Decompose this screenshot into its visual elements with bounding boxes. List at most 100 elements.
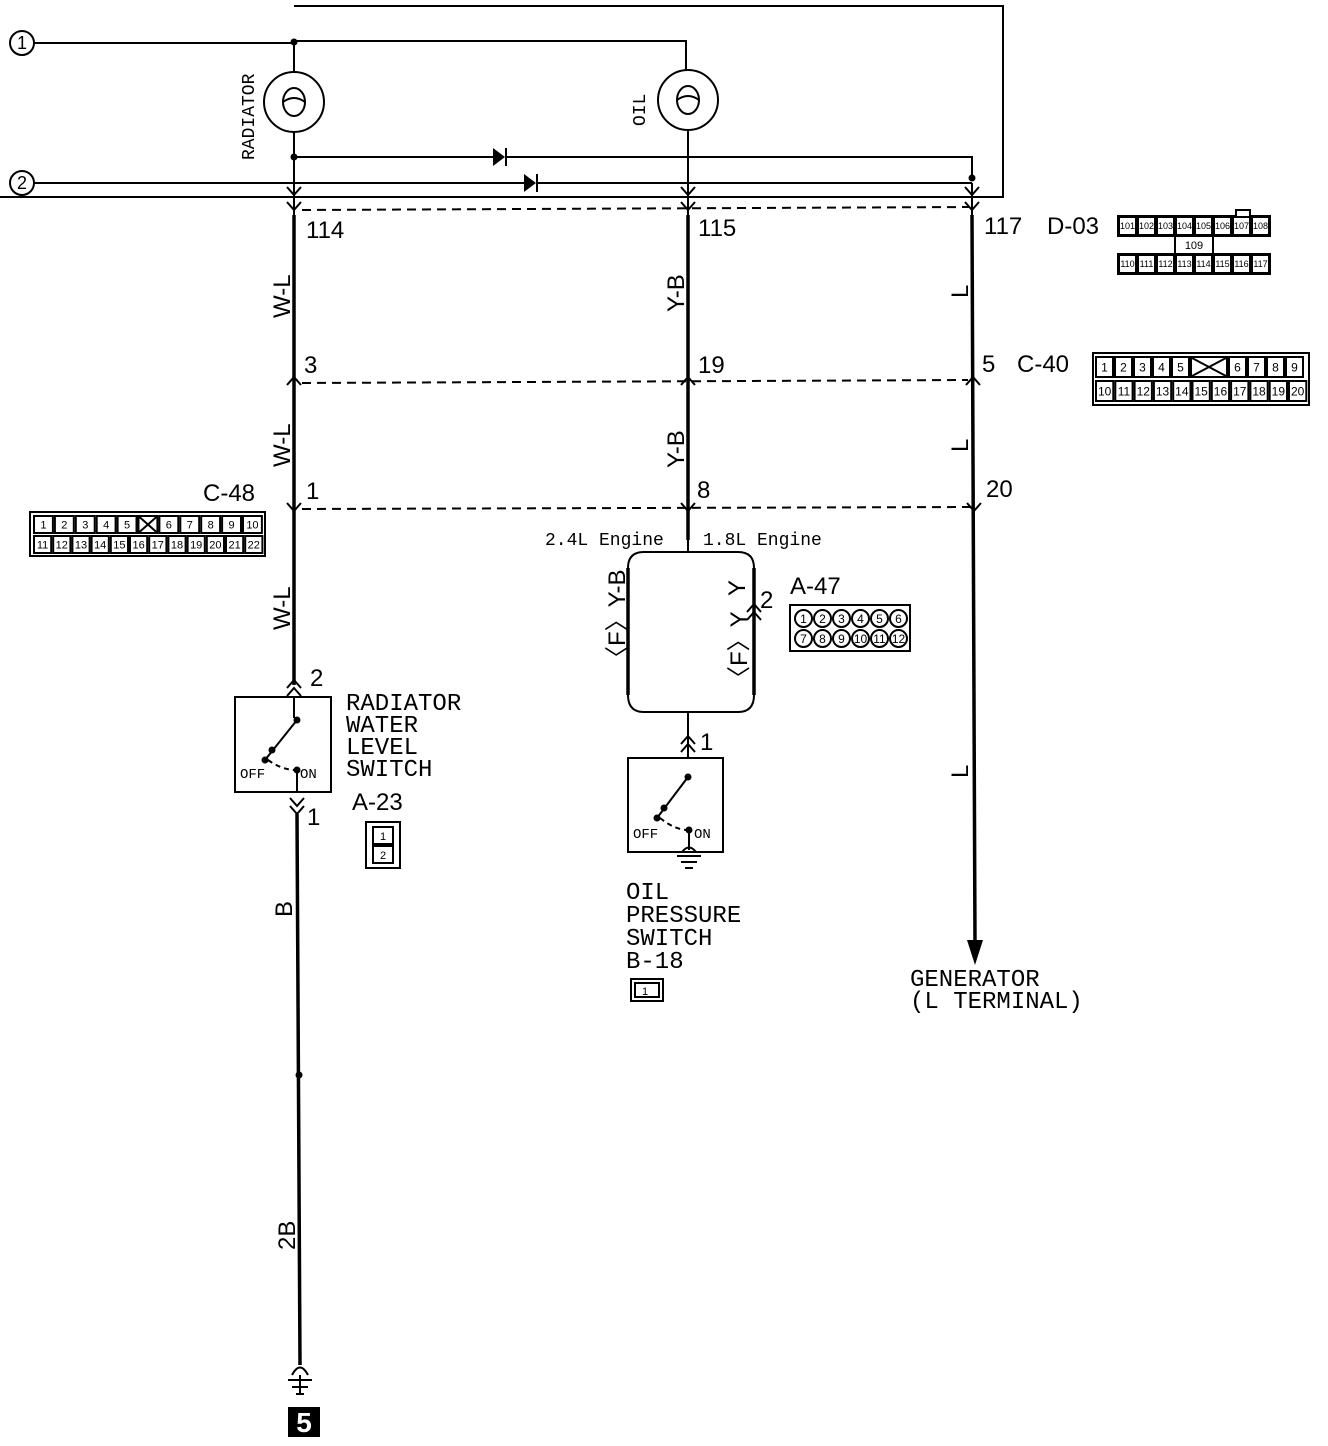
- ops-on-label: ON: [694, 827, 711, 843]
- d03-cell: [1137, 216, 1156, 236]
- c48-cell: [221, 515, 243, 534]
- c40-cell: [1230, 380, 1250, 402]
- c40-cell: [1152, 380, 1173, 402]
- a23-pin-1: 1: [380, 831, 386, 843]
- c40-dash: [301, 379, 969, 384]
- d03-pin-111: 111: [1140, 259, 1154, 269]
- pin-20: 20: [986, 476, 1013, 503]
- oil-lamp: OIL: [631, 69, 719, 131]
- c40-cell: [1288, 380, 1308, 402]
- d03-cell: [1156, 216, 1175, 236]
- a47-cell: [889, 609, 908, 628]
- a47-cell: [832, 629, 851, 648]
- c40-pin-14: 14: [1175, 384, 1189, 398]
- c40-cell: [1172, 380, 1192, 402]
- c40-cell: [1095, 380, 1115, 402]
- a47-pin-9: 9: [838, 632, 845, 646]
- d03-dash: [301, 206, 971, 211]
- pin-8: 8: [697, 477, 710, 504]
- c40-pin-3: 3: [1139, 360, 1146, 374]
- c48-blank-cell: [138, 516, 158, 533]
- d03-cell: [1175, 254, 1194, 274]
- d03-cell: [1232, 216, 1251, 236]
- c48-dash: [301, 506, 971, 510]
- c48-cell: [116, 515, 138, 534]
- wire-label-l-3: L: [947, 765, 974, 778]
- terminal-2-label: 2: [17, 173, 27, 193]
- terminal-2: 2: [9, 170, 35, 196]
- d03-pin-102: 102: [1139, 221, 1154, 231]
- c40-pin-1: 1: [1101, 360, 1108, 374]
- c40-cell: [1228, 356, 1247, 378]
- c40-pin-20: 20: [1291, 384, 1305, 398]
- ops-title-3: SWITCH: [626, 926, 712, 953]
- c48-pin-14: 14: [94, 539, 106, 551]
- c40-cell: [1285, 356, 1304, 378]
- d03-cell: [1118, 216, 1137, 236]
- c40-cell: [1266, 356, 1285, 378]
- a47-pin-2: 2: [760, 587, 773, 614]
- c40-pin-15: 15: [1194, 384, 1208, 398]
- wire-label-wl-1: W-L: [269, 274, 296, 318]
- c48-pin-13: 13: [75, 539, 87, 551]
- c48-pin-17: 17: [152, 539, 164, 551]
- d03-pin-105: 105: [1196, 221, 1211, 231]
- wire-label-fy: 〈F〉Y: [726, 611, 753, 690]
- d03-cell: [1175, 216, 1194, 236]
- c48-pin-3: 3: [82, 519, 88, 531]
- a47-pin-7: 7: [800, 632, 807, 646]
- wire-label-wl-2: W-L: [269, 423, 296, 467]
- rws-title-2: WATER: [346, 713, 418, 740]
- c48-cell: [109, 535, 130, 554]
- a23-pin-2: 2: [380, 850, 386, 862]
- d03-cell: [1118, 254, 1137, 274]
- c48-cell: [52, 535, 72, 554]
- c48-pin-11: 11: [37, 539, 48, 551]
- c48-cell: [225, 535, 245, 554]
- b18-pin-1: 1: [642, 986, 648, 998]
- c48-cell: [244, 535, 264, 554]
- c40-pin-12: 12: [1137, 384, 1151, 398]
- c40-cell: [1190, 356, 1228, 378]
- pin-1: 1: [306, 478, 319, 505]
- engine-24l-label: 2.4L Engine: [545, 531, 664, 551]
- d03-pin-107: 107: [1234, 221, 1249, 231]
- wire-label-yb-1: Y-B: [663, 274, 690, 312]
- c48-pin-15: 15: [113, 539, 125, 551]
- c40-pin-2: 2: [1120, 360, 1127, 374]
- c40-pin-9: 9: [1291, 360, 1298, 374]
- d03-cell: [1156, 254, 1175, 274]
- c40-cell: [1133, 356, 1152, 378]
- c48-cell: [33, 535, 53, 554]
- c40-pin-7: 7: [1253, 360, 1260, 374]
- connector-a47-label: A-47: [790, 573, 841, 600]
- d03-pin-110: 110: [1120, 259, 1134, 269]
- diode-wires: [34, 153, 976, 184]
- d03-pin-101: 101: [1120, 221, 1135, 231]
- d03-cell: [1251, 254, 1270, 274]
- c48-cell: [74, 515, 96, 534]
- a47-cell: [870, 629, 889, 648]
- diode-1: [493, 148, 507, 166]
- c48-cell: [242, 515, 263, 534]
- c48-pin-16: 16: [132, 539, 144, 551]
- a47-cell: [813, 629, 832, 648]
- radiator-lamp-label: RADIATOR: [240, 73, 260, 160]
- d03-cell: [1232, 254, 1251, 274]
- d03-cell: [1137, 254, 1156, 274]
- c48-cell: [167, 535, 187, 554]
- c48-pin-4: 4: [103, 519, 109, 531]
- ops-title-1: OIL: [626, 880, 669, 907]
- d03-pin-112: 112: [1158, 259, 1172, 269]
- c40-pin-13: 13: [1156, 384, 1170, 398]
- c40-pin-8: 8: [1272, 360, 1279, 374]
- a47-cell: [813, 609, 832, 628]
- a47-pin-4: 4: [857, 612, 864, 626]
- a47-cell: [851, 629, 870, 648]
- c48-cell: [200, 515, 222, 534]
